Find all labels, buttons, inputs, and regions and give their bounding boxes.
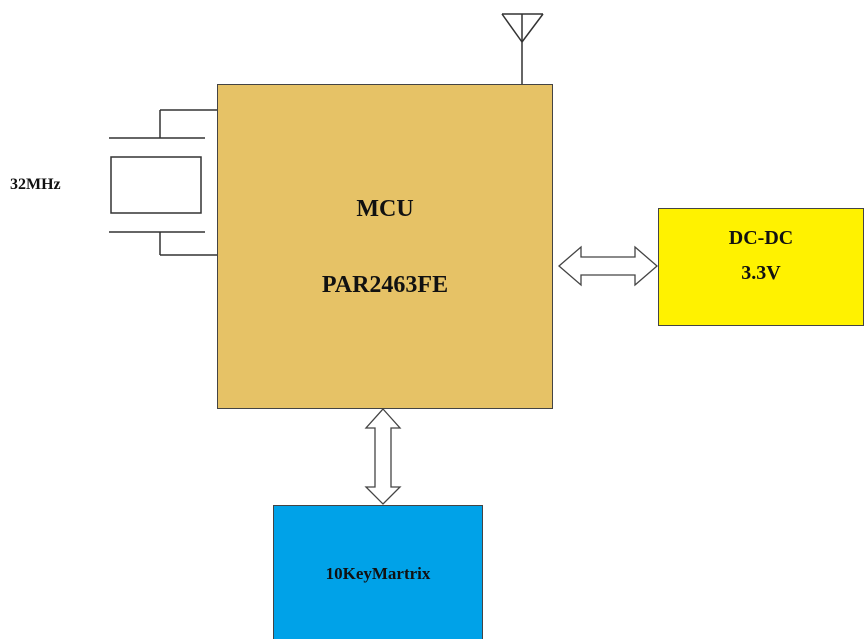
keypad-label: 10KeyMartrix: [325, 564, 431, 583]
mcu-keypad-double-arrow-icon: [364, 408, 402, 505]
mcu-part-number: PAR2463FE: [321, 272, 449, 298]
keypad-block: [273, 505, 483, 639]
dcdc-title: DC-DC: [728, 227, 794, 249]
antenna-icon: [501, 13, 544, 84]
dcdc-voltage: 3.3V: [741, 262, 781, 284]
mcu-dcdc-double-arrow-icon: [558, 245, 658, 287]
mcu-block: [217, 84, 553, 409]
crystal-icon: [109, 109, 217, 256]
mcu-title: MCU: [356, 196, 414, 222]
crystal-label: 32MHz: [10, 176, 61, 193]
